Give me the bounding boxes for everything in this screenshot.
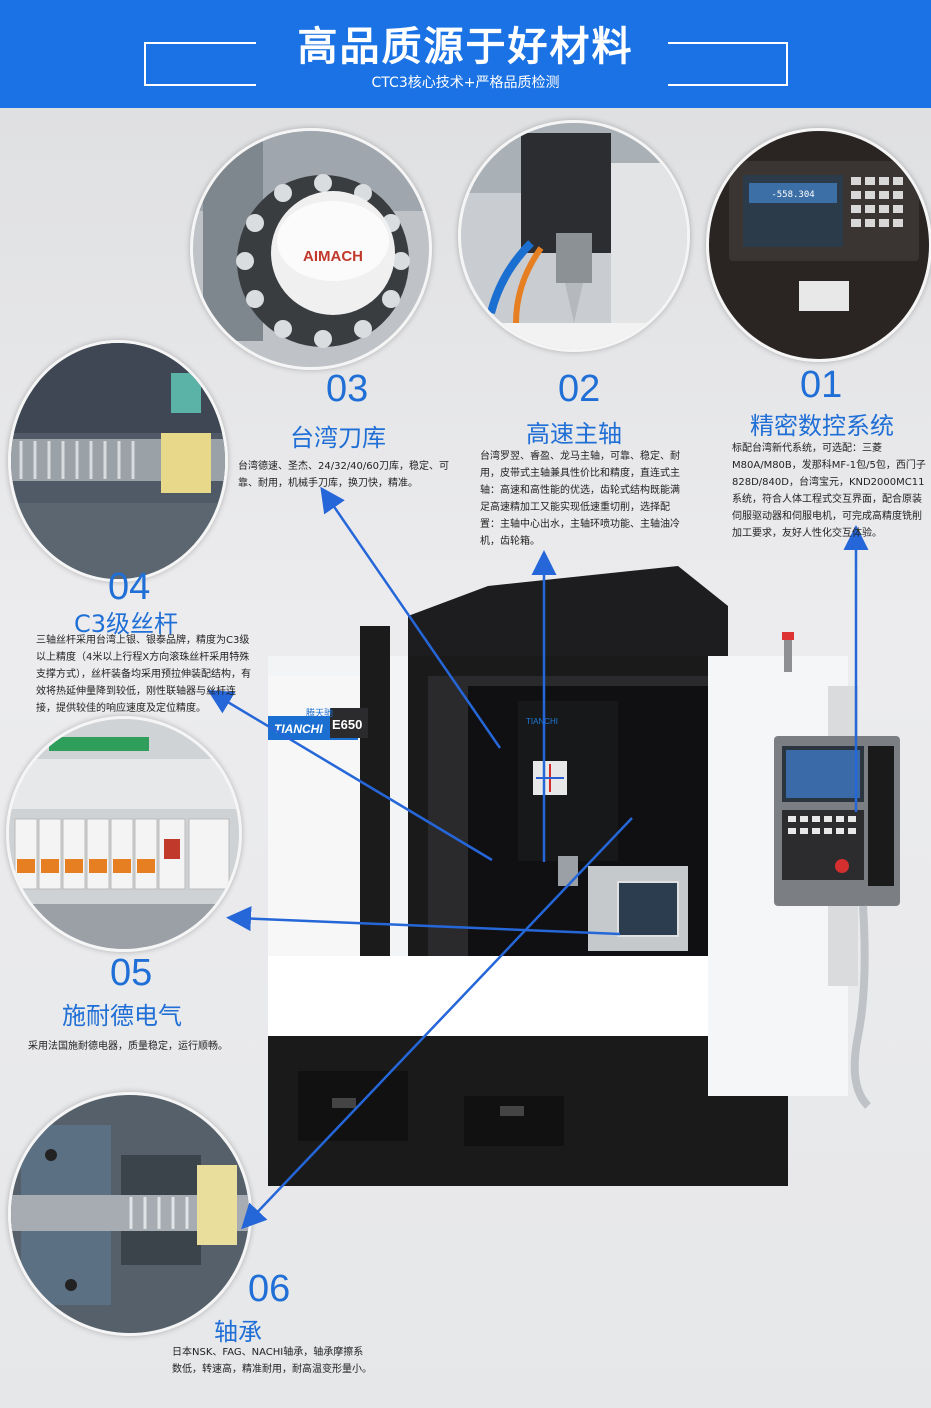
feature-05-title: 施耐德电气 xyxy=(62,1002,182,1030)
feature-02-number: 02 xyxy=(558,368,601,410)
toolmag-photo: AIMACH xyxy=(190,128,432,370)
banner-frame-right xyxy=(668,42,788,86)
cnc-photo: -558.304 xyxy=(706,128,931,362)
brand-en: TIANCHI xyxy=(274,722,323,736)
banner-frame-left xyxy=(144,42,256,86)
feature-01-desc: 标配台湾新代系统，可选配：三菱M80A/M80B，发那科MF-1包/5包，西门子… xyxy=(732,443,926,539)
brand-cn: 腾天驰 xyxy=(306,707,333,719)
feature-03-desc: 台湾德速、圣杰、24/32/40/60刀库，稳定、可靠、耐用，机械手刀库，换刀快… xyxy=(238,461,450,489)
toolmag-brand: AIMACH xyxy=(303,248,363,265)
header-banner: 高品质源于好材料 CTC3核心技术+严格品质检测 xyxy=(0,0,931,108)
feature-06-title: 轴承 xyxy=(214,1318,262,1346)
machine-illustration: TIANCHI E650 腾天驰 TIANCHI xyxy=(268,566,928,1186)
feature-04-number: 04 xyxy=(108,566,151,608)
feature-01-title: 精密数控系统 xyxy=(750,412,894,440)
feature-05-desc: 采用法国施耐德电器，质量稳定，运行顺畅。 xyxy=(28,1041,228,1052)
feature-05-number: 05 xyxy=(110,952,153,994)
feature-02-desc: 台湾罗翌、睿盈、龙马主轴，可靠、稳定、耐用，皮带式主轴兼具性价比和精度，直连式主… xyxy=(480,451,680,547)
model-label: E650 xyxy=(332,717,362,732)
feature-01-number: 01 xyxy=(800,364,843,406)
feature-03-title: 台湾刀库 xyxy=(290,424,386,452)
feature-03-number: 03 xyxy=(326,368,369,410)
banner-subtitle: CTC3核心技术+严格品质检测 xyxy=(371,75,560,91)
inner-logo: TIANCHI xyxy=(526,717,558,726)
feature-02-title: 高速主轴 xyxy=(526,420,622,448)
feature-06-desc: 日本NSK、FAG、NACHI轴承，轴承摩擦系数低，转速高，精准耐用，耐高温变形… xyxy=(172,1347,372,1375)
bearing-photo xyxy=(8,1092,252,1336)
feature-04-title: C3级丝杆 xyxy=(74,610,179,638)
feature-06-number: 06 xyxy=(248,1268,291,1310)
banner-title: 高品质源于好材料 xyxy=(297,24,634,70)
cnc-screen-value: -558.304 xyxy=(771,190,814,200)
feature-04-desc: 三轴丝杆采用台湾上银、银泰品牌，精度为C3级以上精度（4米以上行程X方向滚珠丝杆… xyxy=(36,635,251,714)
